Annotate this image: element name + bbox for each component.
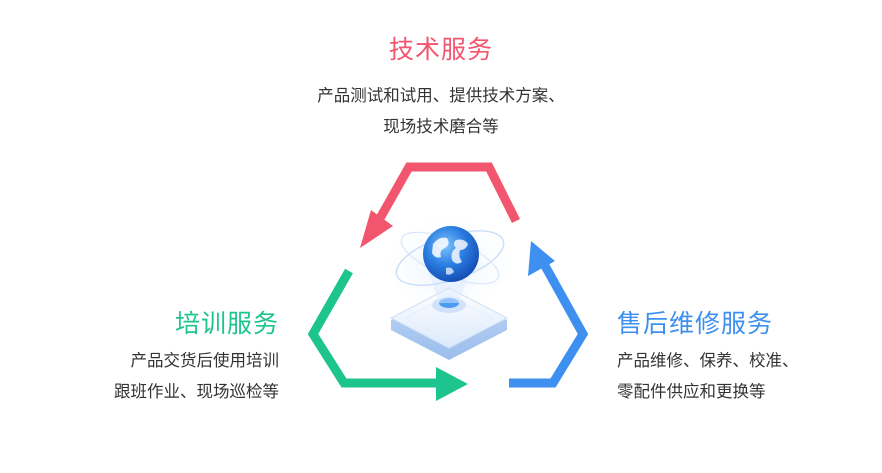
training-arrow-line	[307, 268, 440, 388]
training-service-description: 产品交货后使用培训 跟班作业、现场巡检等	[114, 345, 279, 407]
technical-arrow	[360, 162, 521, 248]
training-service-line-2: 跟班作业、现场巡检等	[114, 382, 279, 401]
training-service-line-1: 产品交货后使用培训	[130, 351, 280, 370]
after-sales-arrow	[509, 241, 589, 388]
after-sales-service-title: 售后维修服务	[617, 309, 774, 338]
after-sales-service-line-1: 产品维修、保养、校准、	[617, 351, 799, 370]
after-sales-arrow-line	[509, 261, 589, 388]
technical-service-line-2: 现场技术磨合等	[383, 117, 499, 136]
training-arrow-head	[436, 367, 468, 401]
training-service-title: 培训服务	[174, 309, 279, 338]
after-sales-arrow-head	[528, 241, 555, 276]
technical-arrow-line	[375, 162, 521, 224]
training-arrow	[307, 268, 468, 401]
after-sales-service-line-2: 零配件供应和更换等	[617, 382, 766, 401]
technical-service-description: 产品测试和试用、提供技术方案、 现场技术磨合等	[0, 80, 882, 142]
technical-service-line-1: 产品测试和试用、提供技术方案、	[317, 86, 565, 105]
technical-service-title: 技术服务	[388, 35, 493, 64]
globe-on-platform-icon	[379, 210, 519, 360]
after-sales-service-description: 产品维修、保养、校准、 零配件供应和更换等	[617, 345, 799, 407]
technical-arrow-head	[360, 210, 393, 248]
